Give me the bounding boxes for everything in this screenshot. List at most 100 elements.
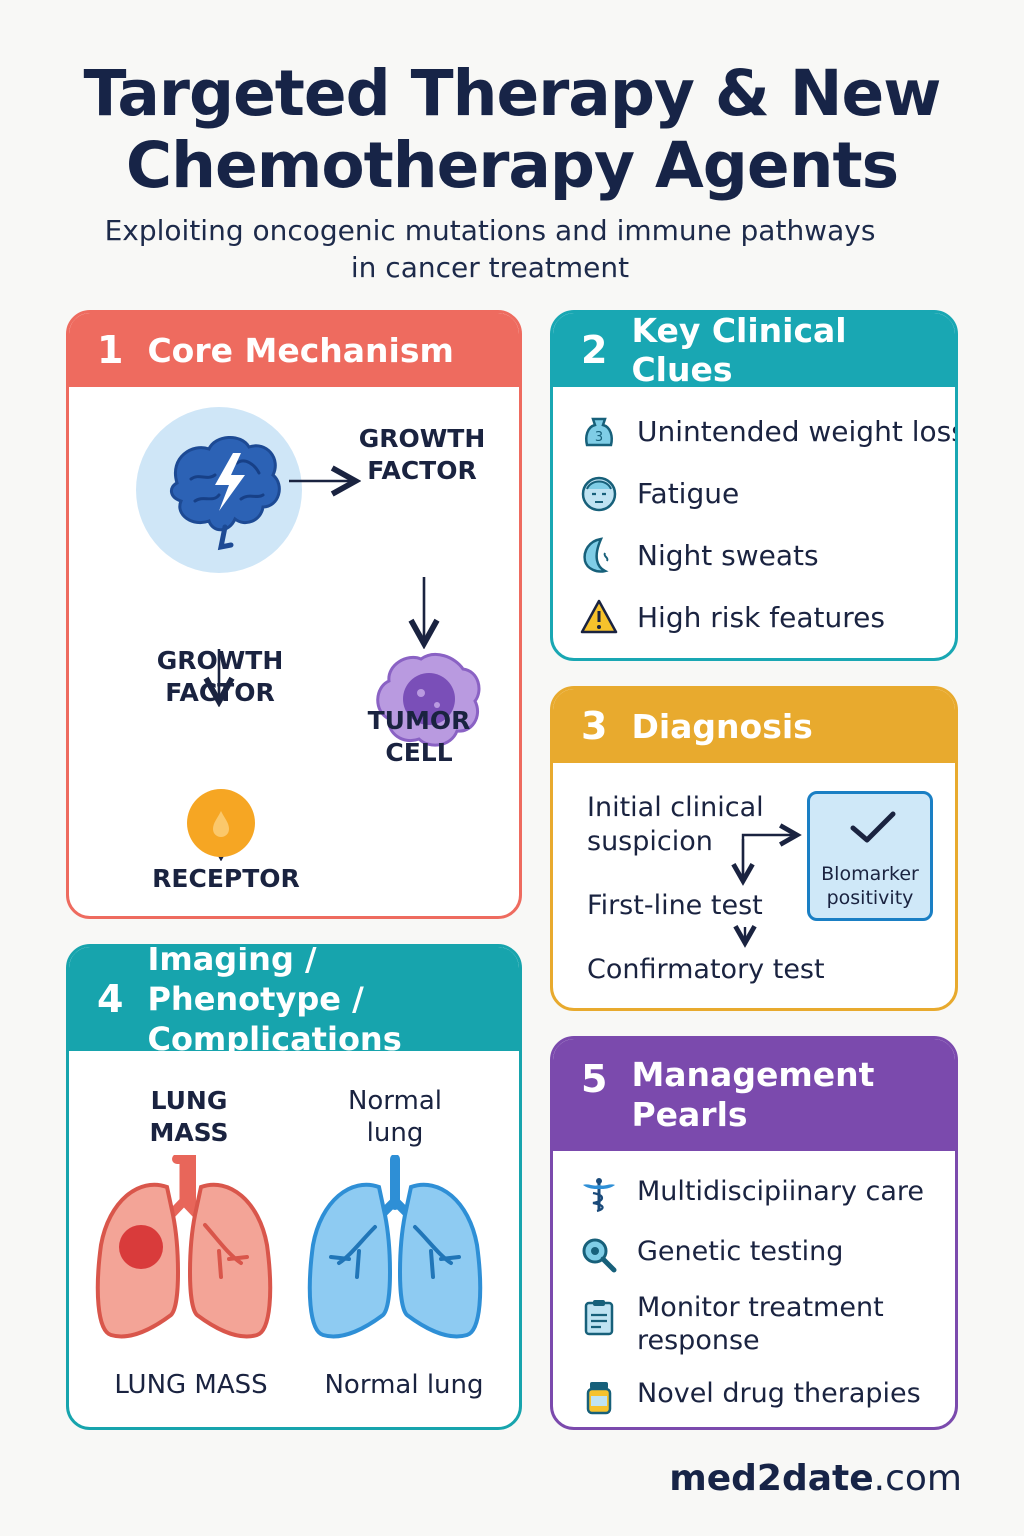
brand-footer: med2date.com bbox=[669, 1458, 962, 1499]
normal-lungs-icon bbox=[307, 1155, 483, 1339]
page-title: Targeted Therapy & New Chemotherapy Agen… bbox=[0, 58, 1024, 202]
key-clinical-clues-header: 2 Key Clinical Clues bbox=[553, 311, 955, 389]
imaging-title-line-2: Complications bbox=[147, 1020, 402, 1058]
tumor-cell-label: TUMOR CELL bbox=[349, 705, 489, 769]
biomarker-line-2: positivity bbox=[826, 887, 914, 909]
initial-suspicion-line-1: Initial clinical bbox=[587, 792, 764, 823]
section-number: 5 bbox=[581, 1057, 608, 1101]
title-line-2: Chemotherapy Agents bbox=[125, 129, 899, 202]
key-clinical-clues-card: 2 Key Clinical Clues 3 Unintended weight… bbox=[550, 310, 958, 661]
pearl-label: Genetic testing bbox=[637, 1236, 844, 1267]
receptor-circle bbox=[187, 789, 255, 857]
diagnosis-flow-arrows bbox=[553, 763, 813, 963]
initial-suspicion-line-2: suspicion bbox=[587, 826, 713, 857]
clue-item: Night sweats bbox=[579, 535, 819, 575]
core-mechanism-header: 1 Core Mechanism bbox=[69, 313, 519, 387]
growth-factor-right-label: GROWTH FACTOR bbox=[347, 423, 497, 487]
drop-icon bbox=[213, 811, 229, 837]
pearl-label-line-1: Monitor treatment bbox=[637, 1292, 884, 1323]
lightning-icon bbox=[215, 453, 245, 511]
arrow-to-biomarker bbox=[741, 835, 797, 881]
core-mechanism-body: GROWTH FACTOR GROWTH FACTOR TUMOR CELL R… bbox=[69, 387, 519, 916]
normal-lung-line-2: lung bbox=[366, 1118, 424, 1148]
growth-factor-left-line-2: FACTOR bbox=[165, 678, 275, 707]
clue-item: Fatigue bbox=[579, 473, 739, 513]
pearl-item: Monitor treatment response bbox=[579, 1291, 884, 1357]
brain-icon bbox=[170, 436, 281, 551]
warning-icon bbox=[580, 599, 618, 634]
normal-lung-line-1: Normal bbox=[347, 1086, 443, 1116]
pearl-item: Novel drug therapies bbox=[579, 1377, 921, 1417]
imaging-body: LUNG MASS Normal lung bbox=[69, 1051, 519, 1427]
lungs-illustration bbox=[95, 1155, 483, 1339]
subtitle-line-2: in cancer treatment bbox=[350, 251, 630, 284]
diagnosis-header: 3 Diagnosis bbox=[553, 689, 955, 763]
lung-mass-top-label: LUNG MASS bbox=[119, 1085, 259, 1149]
tired-face-icon bbox=[581, 476, 617, 512]
pearl-label-line-2: response bbox=[637, 1325, 760, 1356]
lung-mass-line-1: LUNG bbox=[150, 1086, 228, 1115]
section-number: 4 bbox=[97, 977, 124, 1021]
section-title: Imaging / Phenotype / Complications bbox=[147, 944, 519, 1059]
svg-text:3: 3 bbox=[595, 430, 603, 445]
brand-name: med2date bbox=[669, 1458, 874, 1499]
pearl-label: Multidiscipiinary care bbox=[637, 1176, 925, 1207]
pearl-item: Multidiscipiinary care bbox=[579, 1175, 924, 1215]
title-line-1: Targeted Therapy & New bbox=[83, 57, 942, 130]
core-mechanism-card: 1 Core Mechanism bbox=[66, 310, 522, 919]
normal-lung-bottom-label: Normal lung bbox=[324, 1370, 484, 1400]
lung-mass-lungs-icon bbox=[95, 1155, 273, 1339]
checkmark-icon bbox=[850, 811, 896, 843]
brand-domain: .com bbox=[873, 1458, 962, 1499]
clue-label: Unintended weight loss bbox=[637, 414, 958, 448]
section-title: Management Pearls bbox=[631, 1055, 874, 1135]
clue-label: Fatigue bbox=[637, 476, 740, 510]
imaging-title-line-1: Imaging / Phenotype / bbox=[147, 944, 364, 1018]
section-title: Core Mechanism bbox=[147, 330, 454, 370]
tumor-line-1: TUMOR bbox=[367, 706, 471, 735]
magnifier-icon bbox=[582, 1238, 617, 1273]
tumor-line-2: CELL bbox=[385, 738, 453, 767]
tumor-cell-icon bbox=[376, 653, 481, 747]
pearl-label: Novel drug therapies bbox=[637, 1378, 921, 1409]
page-subtitle: Exploiting oncogenic mutations and immun… bbox=[0, 212, 980, 286]
confirmatory-test-step: Confirmatory test bbox=[587, 954, 825, 985]
growth-factor-left-line-1: GROWTH bbox=[156, 646, 284, 675]
clue-item: 3 Unintended weight loss bbox=[579, 411, 958, 451]
receptor-label: RECEPTOR bbox=[152, 864, 300, 893]
growth-factor-left-label: GROWTH FACTOR bbox=[139, 645, 301, 709]
lung-mass-line-2: MASS bbox=[149, 1118, 229, 1147]
clue-label: Night sweats bbox=[637, 538, 819, 572]
management-pearls-header: 5 Management Pearls bbox=[553, 1039, 955, 1151]
biomarker-box: Blomarker positivity bbox=[807, 791, 933, 921]
management-title-line-2: Pearls bbox=[631, 1095, 748, 1134]
caduceus-icon bbox=[583, 1178, 615, 1213]
pill-bottle-icon bbox=[586, 1382, 612, 1415]
biomarker-label: Blomarker positivity bbox=[810, 862, 930, 910]
subtitle-line-1: Exploiting oncogenic mutations and immun… bbox=[104, 214, 876, 247]
clipboard-icon bbox=[584, 1300, 614, 1336]
first-line-test-step: First-line test bbox=[587, 890, 763, 921]
initial-suspicion-step: Initial clinical suspicion bbox=[587, 791, 764, 859]
imaging-card: 4 Imaging / Phenotype / Complications LU… bbox=[66, 944, 522, 1430]
section-number: 1 bbox=[97, 328, 124, 372]
diagnosis-card: 3 Diagnosis Initial clinical suspicion F… bbox=[550, 686, 958, 1011]
growth-factor-right-line-2: FACTOR bbox=[367, 456, 477, 485]
lung-mass-bottom-label: LUNG MASS bbox=[114, 1370, 268, 1400]
biomarker-line-1: Blomarker bbox=[821, 863, 919, 885]
weight-icon: 3 bbox=[585, 417, 613, 447]
clue-item: High risk features bbox=[579, 597, 885, 637]
section-title: Diagnosis bbox=[631, 706, 813, 746]
management-title-line-1: Management bbox=[631, 1055, 875, 1094]
pearl-label: Monitor treatment response bbox=[637, 1291, 884, 1357]
section-number: 2 bbox=[581, 328, 608, 372]
moon-icon bbox=[583, 537, 609, 573]
section-title: Key Clinical Clues bbox=[631, 311, 847, 389]
management-pearls-card: 5 Management Pearls Multidiscipiinary ca… bbox=[550, 1036, 958, 1430]
imaging-header: 4 Imaging / Phenotype / Complications bbox=[69, 947, 519, 1058]
diagnosis-body: Initial clinical suspicion First-line te… bbox=[553, 763, 955, 1008]
section-number: 3 bbox=[581, 704, 608, 748]
normal-lung-top-label: Normal lung bbox=[325, 1085, 465, 1149]
mechanism-diagram bbox=[136, 407, 481, 916]
pearl-item: Genetic testing bbox=[579, 1235, 843, 1275]
